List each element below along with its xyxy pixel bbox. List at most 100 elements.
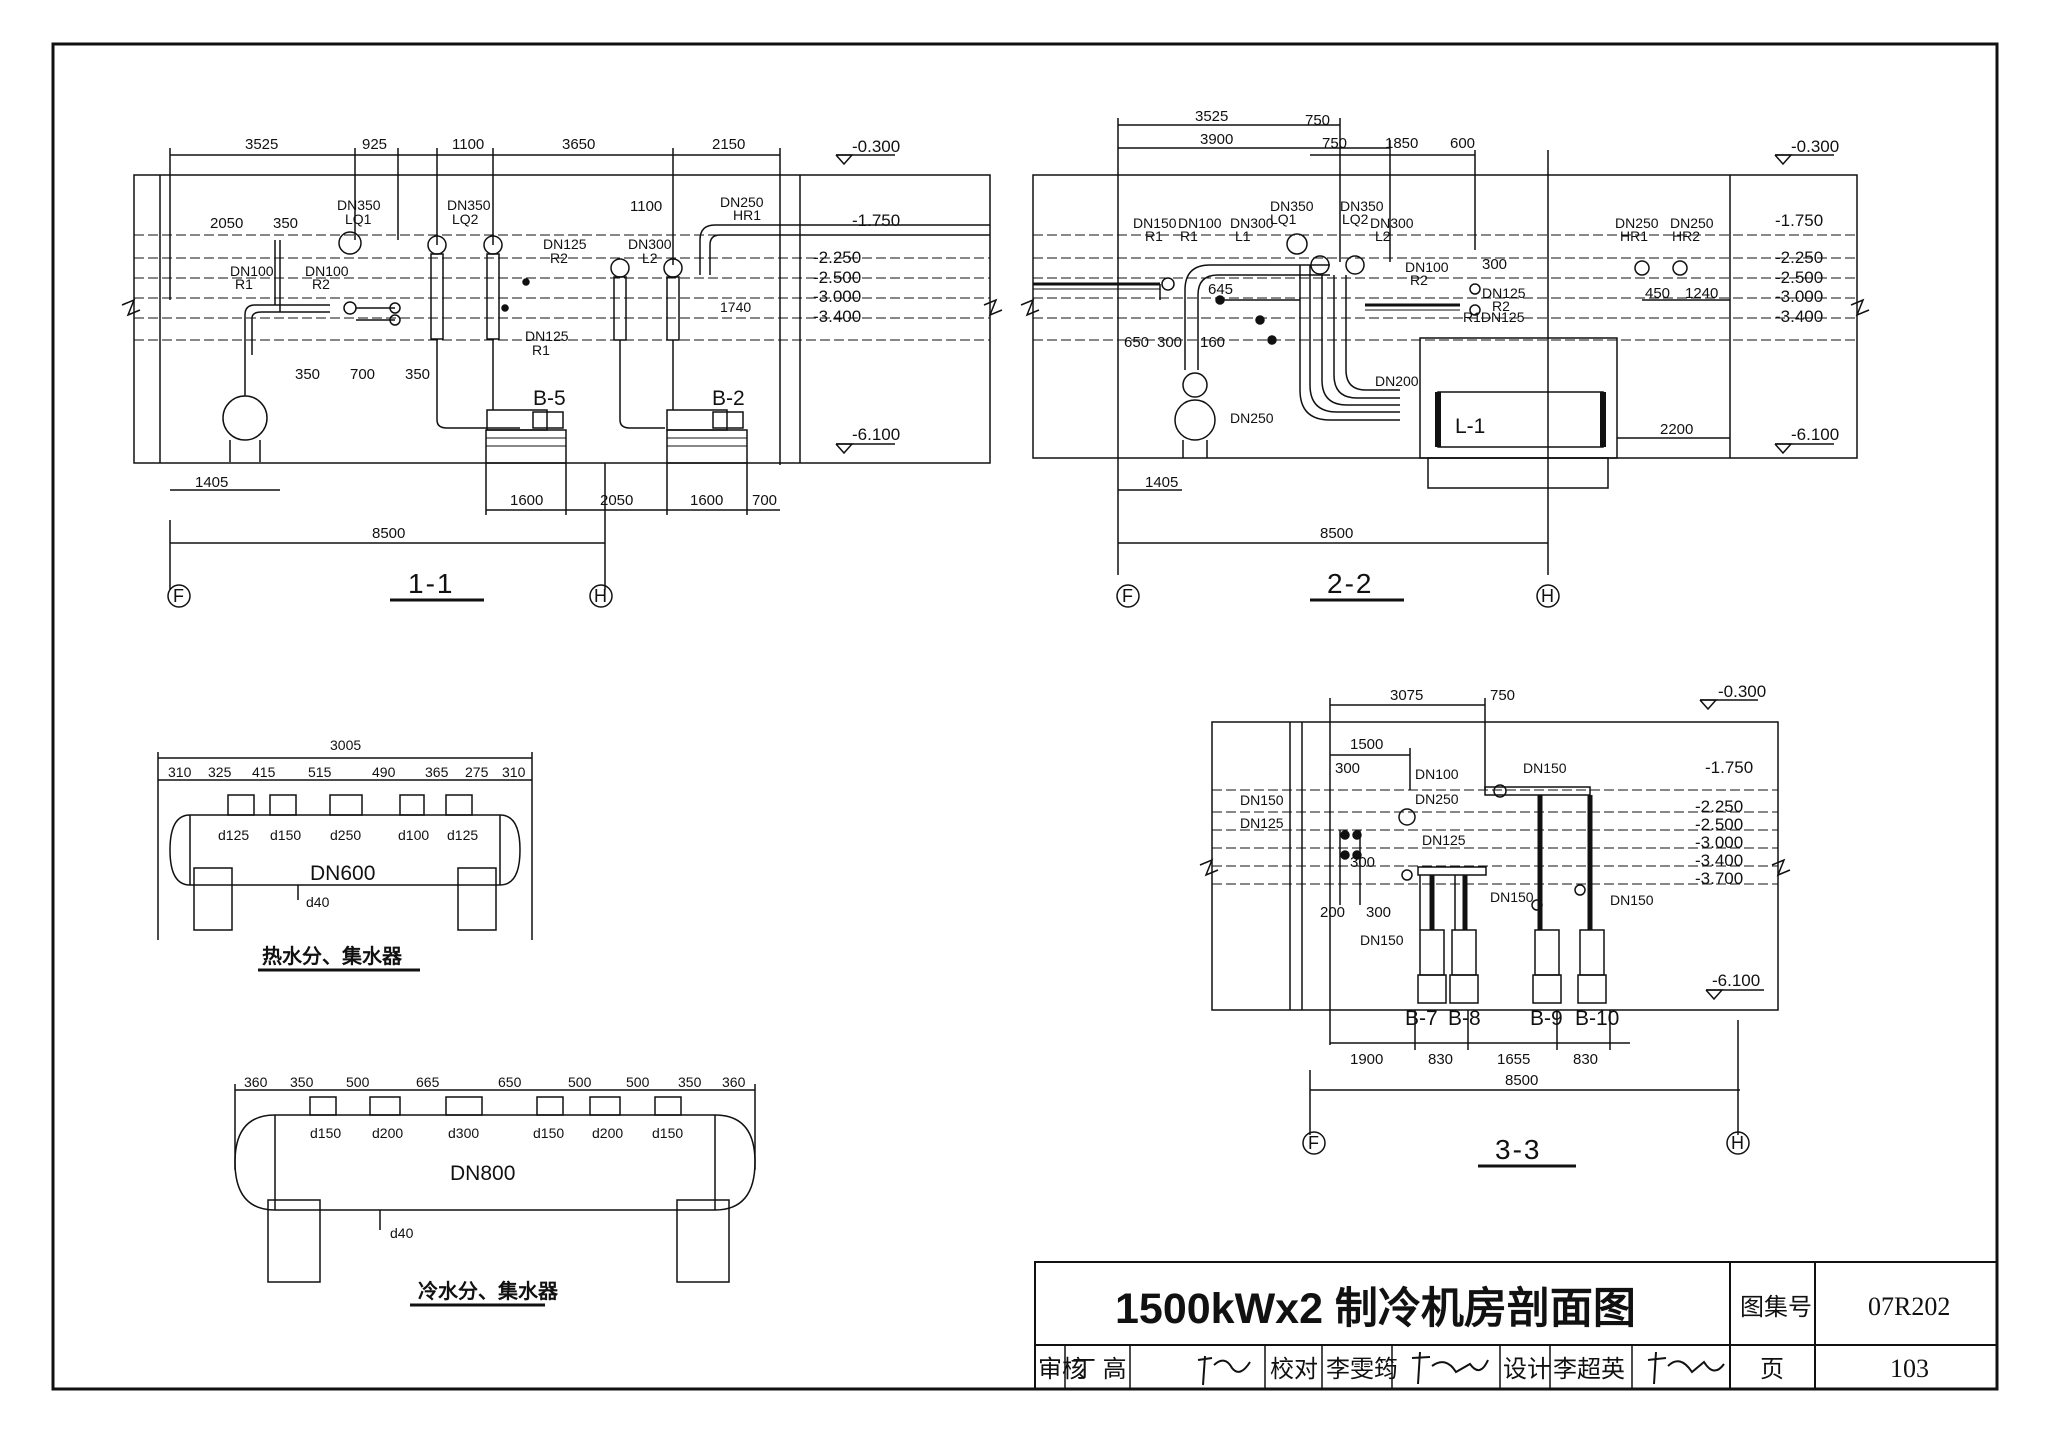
s22-level-3: -2.500 [1775,268,1823,287]
hot-dim-7: 310 [502,764,526,780]
s22-dim-top-0: 3525 [1195,108,1228,125]
s11-dim-bottom-1: 1600 [510,492,543,509]
s11-dim-top-2: 1100 [452,136,484,153]
s22-pipe-dn250-hr2: DN250 [1670,215,1714,231]
s11-level-4: -3.000 [813,287,861,306]
s33-level-6: -3.700 [1695,869,1743,888]
s11-tag-b5: B-5 [533,387,566,410]
cold-dim-5: 500 [568,1074,592,1090]
signature-checker [1411,1351,1489,1385]
s11-level-0: -0.300 [852,137,900,156]
s33-dim-top-1: 750 [1490,687,1515,704]
s11-level-5: -3.400 [813,307,861,326]
s22-level-1: -1.750 [1775,211,1823,230]
s33-level-5: -3.400 [1695,851,1743,870]
s33-pipe-dn150-left: DN150 [1240,792,1284,808]
s22-pipe-dn125: DN125 [1482,285,1526,301]
s11-pipe-r1: R1 [235,276,253,292]
s22-pipe-dn350-lq1: DN350 [1270,198,1314,214]
section-1-1 [121,148,1003,608]
title-block-labels: 1500kWx2 制冷机房剖面图 图集号 07R202 审核 丁 高 校对 李雯… [1038,1285,1950,1383]
s33-pipe-dn125-left: DN125 [1240,815,1284,831]
cold-nozzle-1: d200 [372,1125,403,1141]
atlas-label: 图集号 [1740,1294,1812,1321]
checker-name: 李雯筠 [1326,1356,1398,1383]
section-3-3-labels: 3075 750 1500 300 300 200 300 DN100 DN25… [1240,682,1766,1165]
s11-pipe-hr1: HR1 [733,207,761,223]
s22-dim-bottom-0: 1405 [1145,474,1178,491]
s11-dim-inner-2: 1100 [630,198,662,215]
hot-water-header [157,752,533,972]
s33-title: 3-3 [1495,1134,1541,1165]
s33-dim-bottom-2: 1655 [1497,1051,1530,1068]
design-label: 设计 [1503,1356,1551,1383]
s22-pipe-dn350-lq2: DN350 [1340,198,1384,214]
s22-pipe-dn300-l1: DN300 [1230,215,1274,231]
s33-pipe-dn150-right: DN150 [1610,892,1654,908]
s22-pipe-dn250: DN250 [1230,410,1274,426]
s11-dim-low-2: 350 [405,366,430,383]
s33-level-1: -1.750 [1705,758,1753,777]
hot-dim-2: 415 [252,764,276,780]
s11-level-2: -2.250 [813,248,861,267]
cold-nozzle-3: d150 [533,1125,564,1141]
reviewer-name: 丁 高 [1072,1356,1127,1383]
s22-dim-top-3: 750 [1322,135,1347,152]
s11-pipe-dn100-r2: DN100 [305,263,349,279]
s11-pipe-lq1: LQ1 [345,211,372,227]
s22-pipe-lq1: LQ1 [1270,211,1297,227]
s22-dim-misc-2: 1240 [1685,285,1718,302]
hot-body: DN600 [310,862,375,885]
s22-level-2: -2.250 [1775,248,1823,267]
s11-pipe-dn350-lq2: DN350 [447,197,491,213]
s11-dim-top-3: 3650 [562,136,595,153]
cold-dim-2: 500 [346,1074,370,1090]
s11-dim-bottom-4: 700 [752,492,777,509]
s33-level-0: -0.300 [1718,682,1766,701]
section-1-1-labels: 3525 925 1100 3650 2150 2050 350 1100 35… [173,136,900,606]
s11-tag-b2: B-2 [712,387,745,410]
s22-pipe-dn100: DN100 [1178,215,1222,231]
section-2-2-labels: 3525 750 3900 750 1850 600 DN150 R1 DN10… [1122,108,1839,606]
sheet-border [51,42,1999,1391]
s33-tag-b10: B-10 [1575,1007,1619,1030]
hot-nozzle-4: d125 [447,827,478,843]
check-label: 校对 [1270,1356,1318,1383]
s11-dim-top-4: 2150 [712,136,745,153]
s22-pipe-r1a: R1 [1145,228,1163,244]
s11-pipe-dn100-r1: DN100 [230,263,274,279]
s22-pipe-r1b: R1 [1180,228,1198,244]
cold-dim-3: 665 [416,1074,440,1090]
s33-dim-top-2: 1500 [1350,736,1383,753]
cold-dim-6: 500 [626,1074,650,1090]
s11-dim-low-1: 700 [350,366,375,383]
s22-dim-misc-3: 645 [1208,281,1233,298]
hot-nozzle-1: d150 [270,827,301,843]
s11-pipe-r1b: R1 [532,342,550,358]
s11-pipe-dn125-r2: DN125 [543,236,587,252]
s33-tag-b7: B-7 [1405,1007,1438,1030]
s33-level-2: -2.250 [1695,797,1743,816]
s11-pipe-dn125-r1: DN125 [525,328,569,344]
cold-nozzle-4: d200 [592,1125,623,1141]
s33-tag-b9: B-9 [1530,1007,1563,1030]
signature-reviewer [1197,1355,1251,1386]
s33-level-7: -6.100 [1712,971,1760,990]
s11-pipe-dn250-hr1: DN250 [720,194,764,210]
section-3-3 [1199,698,1791,1168]
s11-dim-inner-0: 2050 [210,215,243,232]
s22-pipe-l2: L2 [1375,228,1391,244]
signature-designer [1647,1351,1725,1385]
cold-dim-4: 650 [498,1074,522,1090]
designer-name: 李超英 [1553,1356,1625,1383]
page-label: 页 [1760,1356,1784,1383]
s11-pipe-lq2: LQ2 [452,211,479,227]
hot-nozzle-3: d100 [398,827,429,843]
s33-pipe-dn100: DN100 [1415,766,1459,782]
s33-pipe-dn150-mid: DN150 [1490,889,1534,905]
cold-nozzle-2: d300 [448,1125,479,1141]
s22-pipe-dn300-l2: DN300 [1370,215,1414,231]
cold-nozzle-0: d150 [310,1125,341,1141]
s11-dim-inner-1: 350 [273,215,298,232]
